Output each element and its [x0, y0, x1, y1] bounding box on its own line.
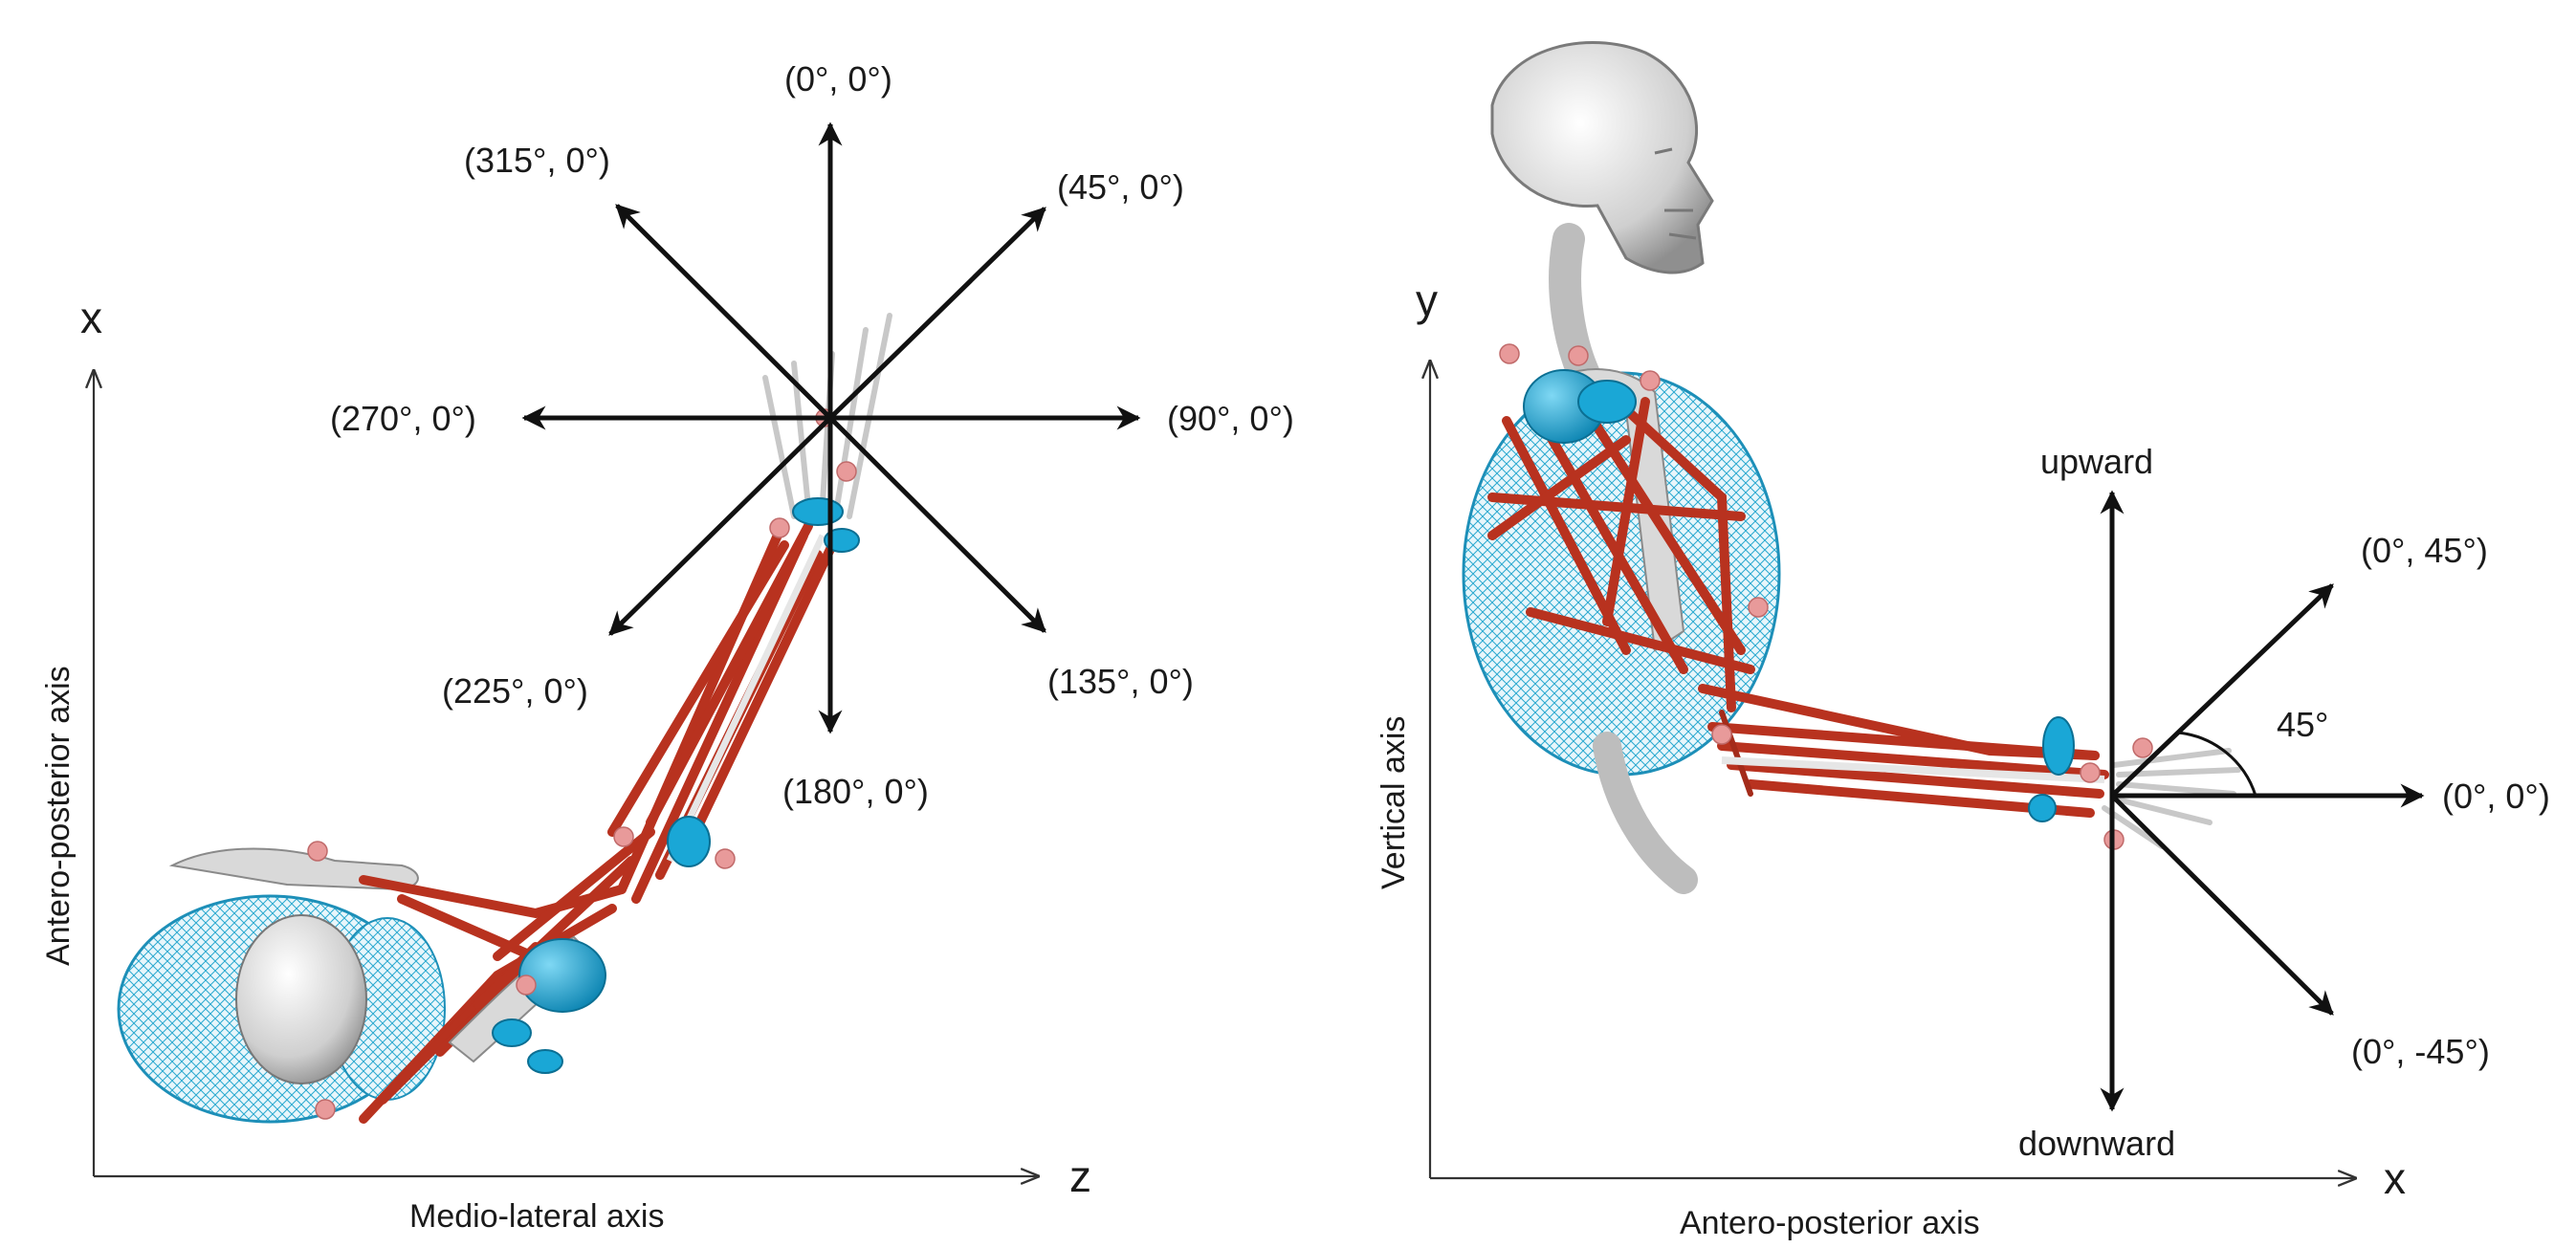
marker-dot: [1748, 597, 1769, 618]
head-top-view: [235, 914, 367, 1084]
forearm-muscle: [679, 540, 837, 861]
label-45-0: (45°, 0°): [1057, 167, 1184, 207]
arrow-135: [828, 416, 1046, 633]
marker-dot: [715, 848, 736, 869]
marker-dot: [516, 974, 537, 996]
left-axis-letter-x: x: [80, 293, 102, 342]
elbow-wrap-surface: [667, 816, 711, 867]
left-axis-letter-z: z: [1069, 1151, 1091, 1201]
marker-dot: [2080, 762, 2101, 783]
muscle-path: [473, 856, 636, 1009]
lumbar-spine: [1593, 732, 1698, 894]
side-view-arm-model: [1462, 41, 2241, 894]
radius-ulna-bones: [1721, 756, 2105, 783]
label-0-0-right: (0°, 0°): [2442, 777, 2550, 816]
label-90-0: (90°, 0°): [1167, 399, 1294, 438]
wrist-wrap-surface: [824, 528, 860, 553]
marker-dot: [315, 1099, 336, 1120]
muscle-path: [493, 827, 655, 961]
cervical-spine: [1549, 223, 1604, 399]
right-vertical-axis-name: Vertical axis: [1376, 716, 1412, 889]
angle-arc: [2176, 731, 2257, 797]
forearm-muscle: [1717, 741, 2109, 779]
right-panel: y x Vertical axis Antero-posterior axis: [1376, 41, 2550, 1241]
marker-dot: [836, 461, 857, 482]
arrow-0-neg45: [2110, 794, 2334, 1016]
label-315-0: (315°, 0°): [464, 141, 610, 180]
muscle-path: [1526, 607, 1755, 674]
label-0-45: (0°, 45°): [2361, 531, 2488, 570]
wrap-surface: [492, 1018, 532, 1047]
top-view-arm-model: [117, 313, 892, 1124]
label-270-0: (270°, 0°): [330, 399, 476, 438]
marker-dot: [1640, 370, 1661, 391]
forearm-muscle: [607, 540, 789, 837]
wrist-wrap-surface: [792, 497, 844, 526]
skull: [1490, 41, 1714, 274]
right-direction-arrows: upward downward (0°, 0°) (0°, 45°) (0°, …: [2018, 442, 2550, 1163]
wrap-surface: [1577, 380, 1637, 424]
arrow-0-45: [2110, 583, 2334, 798]
label-180-0: (180°, 0°): [782, 772, 929, 811]
marker-dot: [1711, 724, 1732, 745]
left-vertical-axis-name: Antero-posterior axis: [40, 666, 77, 966]
wrap-surface: [527, 1049, 563, 1074]
arrow-225: [608, 416, 832, 636]
forearm-muscle: [646, 521, 813, 827]
skull-detail: [1654, 147, 1697, 240]
marker-dot: [1499, 343, 1520, 364]
label-angle-45: 45°: [2277, 705, 2328, 744]
label-downward: downward: [2018, 1124, 2175, 1163]
label-0-0: (0°, 0°): [784, 59, 892, 99]
arrow-315: [615, 204, 832, 420]
muscle-path: [1526, 397, 1688, 674]
right-axis-letter-x: x: [2384, 1153, 2406, 1203]
finger-bones-side: [2102, 748, 2241, 849]
marker-dot: [2132, 737, 2153, 758]
left-panel: x z Antero-posterior axis Medio-lateral …: [40, 59, 1294, 1235]
label-225-0: (225°, 0°): [442, 671, 588, 711]
muscle-path: [1602, 397, 1650, 626]
label-upward: upward: [2040, 442, 2153, 481]
marker-dot: [1568, 345, 1589, 366]
right-horizontal-axis-name: Antero-posterior axis: [1680, 1205, 1980, 1241]
wrist-wrap-surface-side: [2042, 716, 2075, 776]
left-horizontal-axis-name: Medio-lateral axis: [409, 1198, 664, 1235]
marker-dot: [307, 841, 328, 862]
radius-bone: [666, 534, 826, 863]
marker-dot: [613, 826, 634, 847]
arrow-45: [828, 207, 1046, 420]
marker-dot: [769, 517, 790, 538]
left-direction-rose: (0°, 0°) (45°, 0°) (90°, 0°) (135°, 0°) …: [330, 59, 1294, 811]
shoulder-wrap-surface: [518, 938, 606, 1013]
label-0-neg45: (0°, -45°): [2351, 1032, 2490, 1071]
muscle-path: [1487, 435, 1631, 540]
right-axis-letter-y: y: [1416, 275, 1438, 325]
forearm-muscle: [1727, 760, 2104, 799]
finger-bones: [762, 313, 892, 519]
wrist-wrap-surface-side: [2028, 794, 2057, 822]
label-135-0: (135°, 0°): [1047, 662, 1194, 701]
